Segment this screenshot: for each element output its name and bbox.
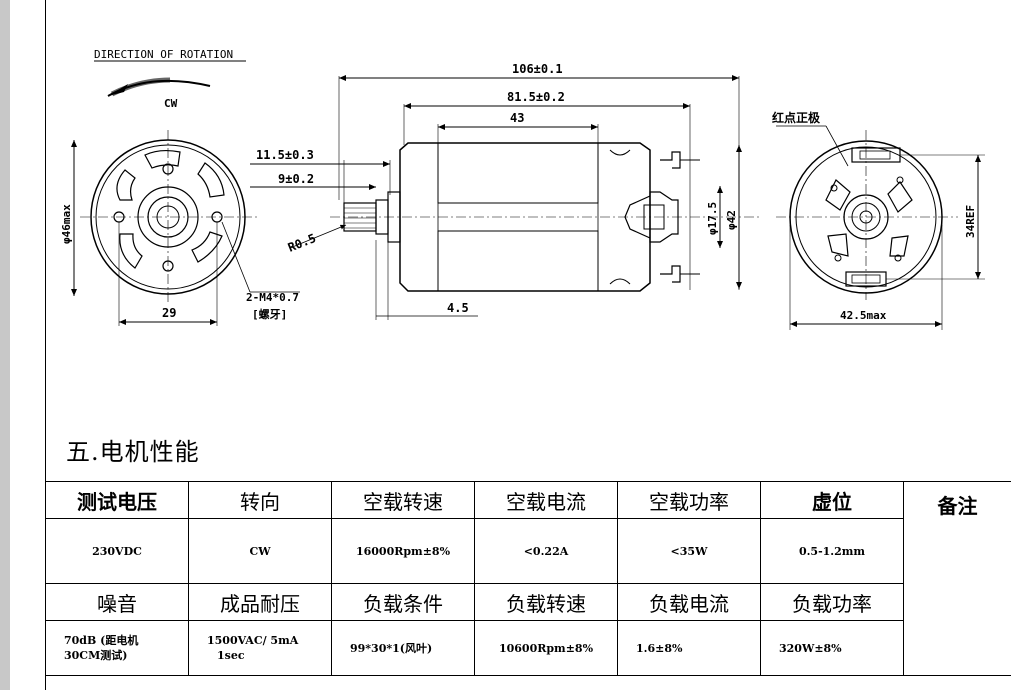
col-remarks: 备注 [903,481,1011,676]
dim-total-length: 106±0.1 [512,62,563,76]
table-header-row: 测试电压 转向 空载转速 空载电流 空载功率 虚位 备注 [45,481,1011,676]
performance-table: 测试电压 转向 空载转速 空载电流 空载功率 虚位 备注 230VDC CW 1… [45,481,1011,676]
col-noise: 噪音 [45,583,189,621]
cell-noise: 70dB (距电机 30CM测试) [45,620,189,676]
cell-hipot: 1500VAC/ 5mA 1sec [188,620,332,676]
remarks-label: 备注 [937,494,978,518]
polarity-note: 红点正极 [772,110,821,125]
dim-radius: R0.5 [286,231,318,255]
table-row: 230VDC CW 16000Rpm±8% <0.22A <35W 0.5-1.… [45,518,1011,584]
col-load-speed: 负载转速 [474,583,618,621]
dim-body-length: 81.5±0.2 [507,90,565,104]
col-hipot: 成品耐压 [188,583,332,621]
dim-front-dia: φ46max [60,204,73,244]
table-header-row: 噪音 成品耐压 负载条件 负载转速 负载电流 负载功率 [45,583,1011,621]
col-no-load-power: 空载功率 [617,481,761,519]
cell-test-voltage: 230VDC [45,518,189,584]
dim-terminal-spacing: 34REF [964,205,977,238]
col-no-load-speed: 空载转速 [331,481,475,519]
cell-load-power: 320W±8% [760,620,904,676]
motor-drawing: DIRECTION OF ROTATION CW φ46max 29 2-M4*… [60,48,985,330]
cell-rotation: CW [188,518,332,584]
rotation-label: DIRECTION OF ROTATION [94,48,233,61]
cell-load-speed: 10600Rpm±8% [474,620,618,676]
col-load-condition: 负载条件 [331,583,475,621]
cell-no-load-speed: 16000Rpm±8% [331,518,475,584]
dim-shaft-length: 11.5±0.3 [256,148,314,162]
cell-end-play: 0.5-1.2mm [760,518,904,584]
dim-gear-length: 9±0.2 [278,172,314,186]
dim-rear-width: 42.5max [840,309,887,322]
col-load-current: 负载电流 [617,583,761,621]
side-view [343,142,700,292]
screw-note: [螺牙] [252,307,287,321]
cell-no-load-current: <0.22A [474,518,618,584]
cell-no-load-power: <35W [617,518,761,584]
page-border-left [45,0,46,690]
dim-body-dia: φ42 [725,210,738,230]
cell-hipot-line2: 1sec [217,649,245,662]
dim-bearing-dia: φ17.5 [706,202,719,235]
cell-load-condition: 99*30*1(风叶) [331,620,475,676]
cell-noise-line2: 30CM测试) [64,649,128,662]
rotation-dir: CW [164,97,178,110]
col-rotation: 转向 [188,481,332,519]
section-title: 五.电机性能 [66,438,200,466]
table-row: 70dB (距电机 30CM测试) 1500VAC/ 5mA 1sec 99*3… [45,620,1011,676]
col-no-load-current: 空载电流 [474,481,618,519]
dim-magnet-length: 43 [510,111,524,125]
dim-boss-length: 4.5 [447,301,469,315]
dim-hole-spacing: 29 [162,306,176,320]
window-edge [0,0,10,690]
screw-spec: 2-M4*0.7 [246,291,299,304]
cell-load-current: 1.6±8% [617,620,761,676]
cell-hipot-line1: 1500VAC/ 5mA [207,634,299,647]
col-end-play: 虚位 [760,481,904,519]
col-test-voltage: 测试电压 [45,481,189,519]
cell-noise-line1: 70dB (距电机 [64,634,139,647]
col-load-power: 负载功率 [760,583,904,621]
